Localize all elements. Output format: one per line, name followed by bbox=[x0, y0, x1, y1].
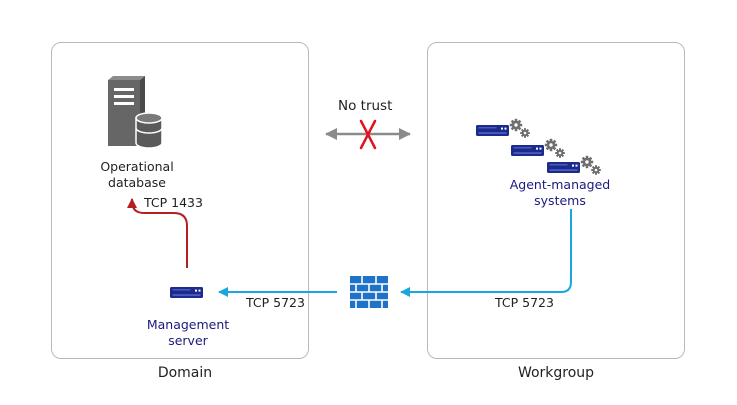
database-server-icon bbox=[108, 76, 163, 149]
operational-database-label: Operational database bbox=[100, 159, 174, 190]
tcp-5723-left-label: TCP 5723 bbox=[246, 295, 305, 310]
management-server-label: Management server bbox=[146, 317, 230, 348]
workgroup-label: Workgroup bbox=[517, 365, 595, 381]
tcp-5723-right-label: TCP 5723 bbox=[495, 295, 554, 310]
tcp-1433-arrow bbox=[127, 198, 188, 268]
management-server-icon bbox=[170, 287, 203, 298]
no-trust-label: No trust bbox=[338, 98, 393, 114]
workgroup-panel bbox=[427, 42, 685, 359]
agent-managed-systems-label: Agent-managed systems bbox=[509, 177, 611, 208]
tcp-1433-label: TCP 1433 bbox=[144, 195, 203, 210]
agent-to-firewall-arrow bbox=[400, 209, 572, 297]
domain-panel bbox=[51, 42, 309, 359]
no-trust-x-icon bbox=[359, 119, 377, 150]
firewall-icon bbox=[350, 276, 388, 308]
agent-managed-systems-icon bbox=[476, 118, 601, 175]
domain-label: Domain bbox=[157, 365, 213, 381]
